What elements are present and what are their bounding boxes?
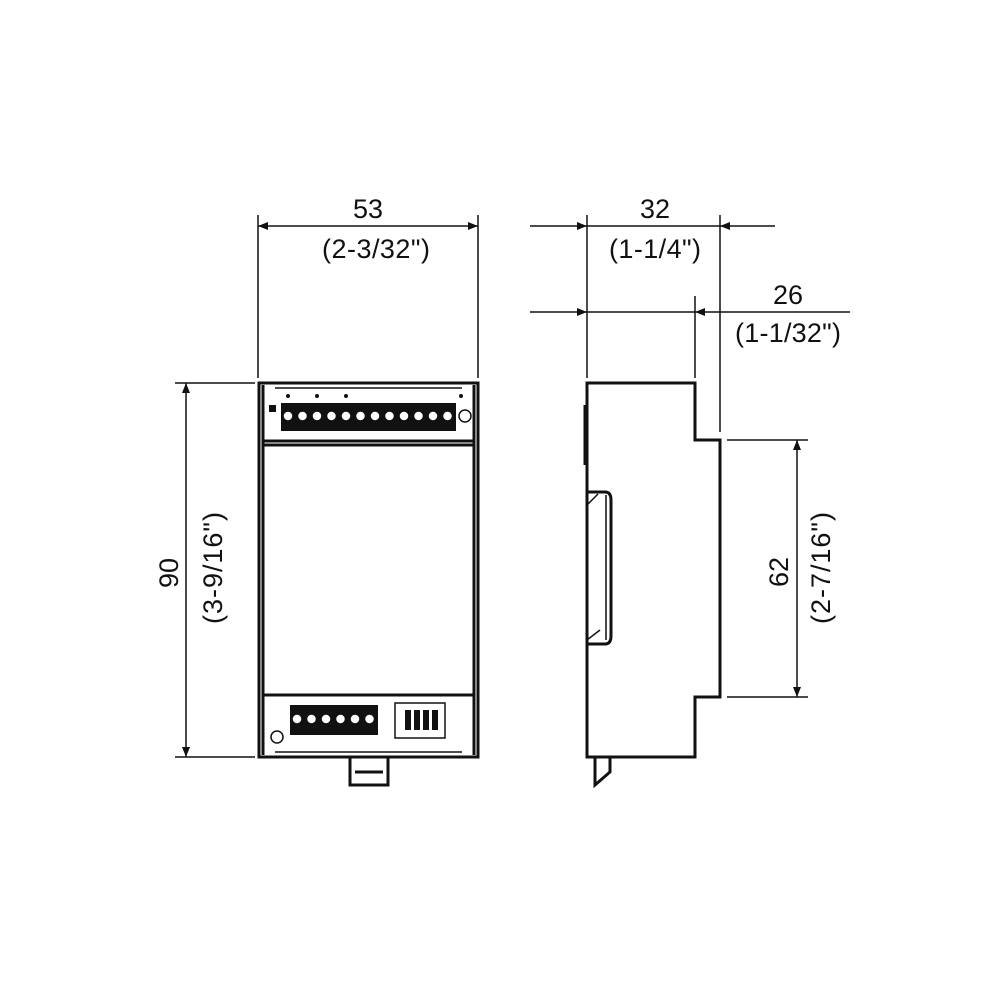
terminal-screw: [311, 410, 323, 422]
depth-value: 32: [640, 194, 670, 224]
terminal-screw: [296, 410, 309, 422]
dip-switch: [414, 710, 420, 730]
height-imperial: (3-9/16"): [198, 512, 228, 624]
body-depth-dimension: 26 (1-1/32"): [530, 280, 850, 378]
side-view: [583, 381, 722, 789]
front-view: [257, 381, 480, 787]
terminal-screw: [282, 410, 294, 422]
depth-dimension: 32 (1-1/4"): [530, 194, 775, 432]
dip-switch: [423, 710, 429, 730]
terminal-screw: [363, 713, 376, 725]
terminal-screw: [398, 410, 410, 422]
din-clip: [348, 755, 390, 787]
width-dimension: 53 (2-3/32"): [257, 194, 479, 378]
top-terminal-block: [269, 394, 472, 431]
body-depth-value: 26: [773, 280, 803, 310]
terminal-screw: [369, 410, 381, 422]
terminal-screw: [334, 713, 347, 725]
body-depth-imperial: (1-1/32"): [735, 318, 841, 348]
terminal-screw: [340, 410, 352, 422]
terminal-screw: [354, 410, 367, 422]
terminal-screw: [325, 410, 338, 422]
terminal-screw: [320, 713, 332, 725]
dip-switch: [405, 710, 411, 730]
terminal-screw: [412, 410, 425, 422]
terminal-screw: [427, 410, 439, 422]
terminal-screw: [305, 713, 318, 725]
terminal-screw: [383, 410, 396, 422]
front-height-imperial: (2-7/16"): [806, 512, 836, 624]
height-dimension: 90 (3-9/16"): [154, 382, 255, 758]
terminal-screw: [441, 410, 454, 422]
dip-switch: [432, 710, 438, 730]
bottom-terminal-block: [270, 702, 446, 744]
width-imperial: (2-3/32"): [322, 234, 430, 264]
depth-imperial: (1-1/4"): [609, 234, 701, 264]
terminal-screw: [291, 713, 303, 725]
height-value: 90: [154, 558, 184, 588]
terminal-screw: [349, 713, 361, 725]
front-height-dimension: 62 (2-7/16"): [727, 439, 836, 698]
front-height-value: 62: [764, 557, 794, 587]
width-value: 53: [353, 194, 383, 224]
